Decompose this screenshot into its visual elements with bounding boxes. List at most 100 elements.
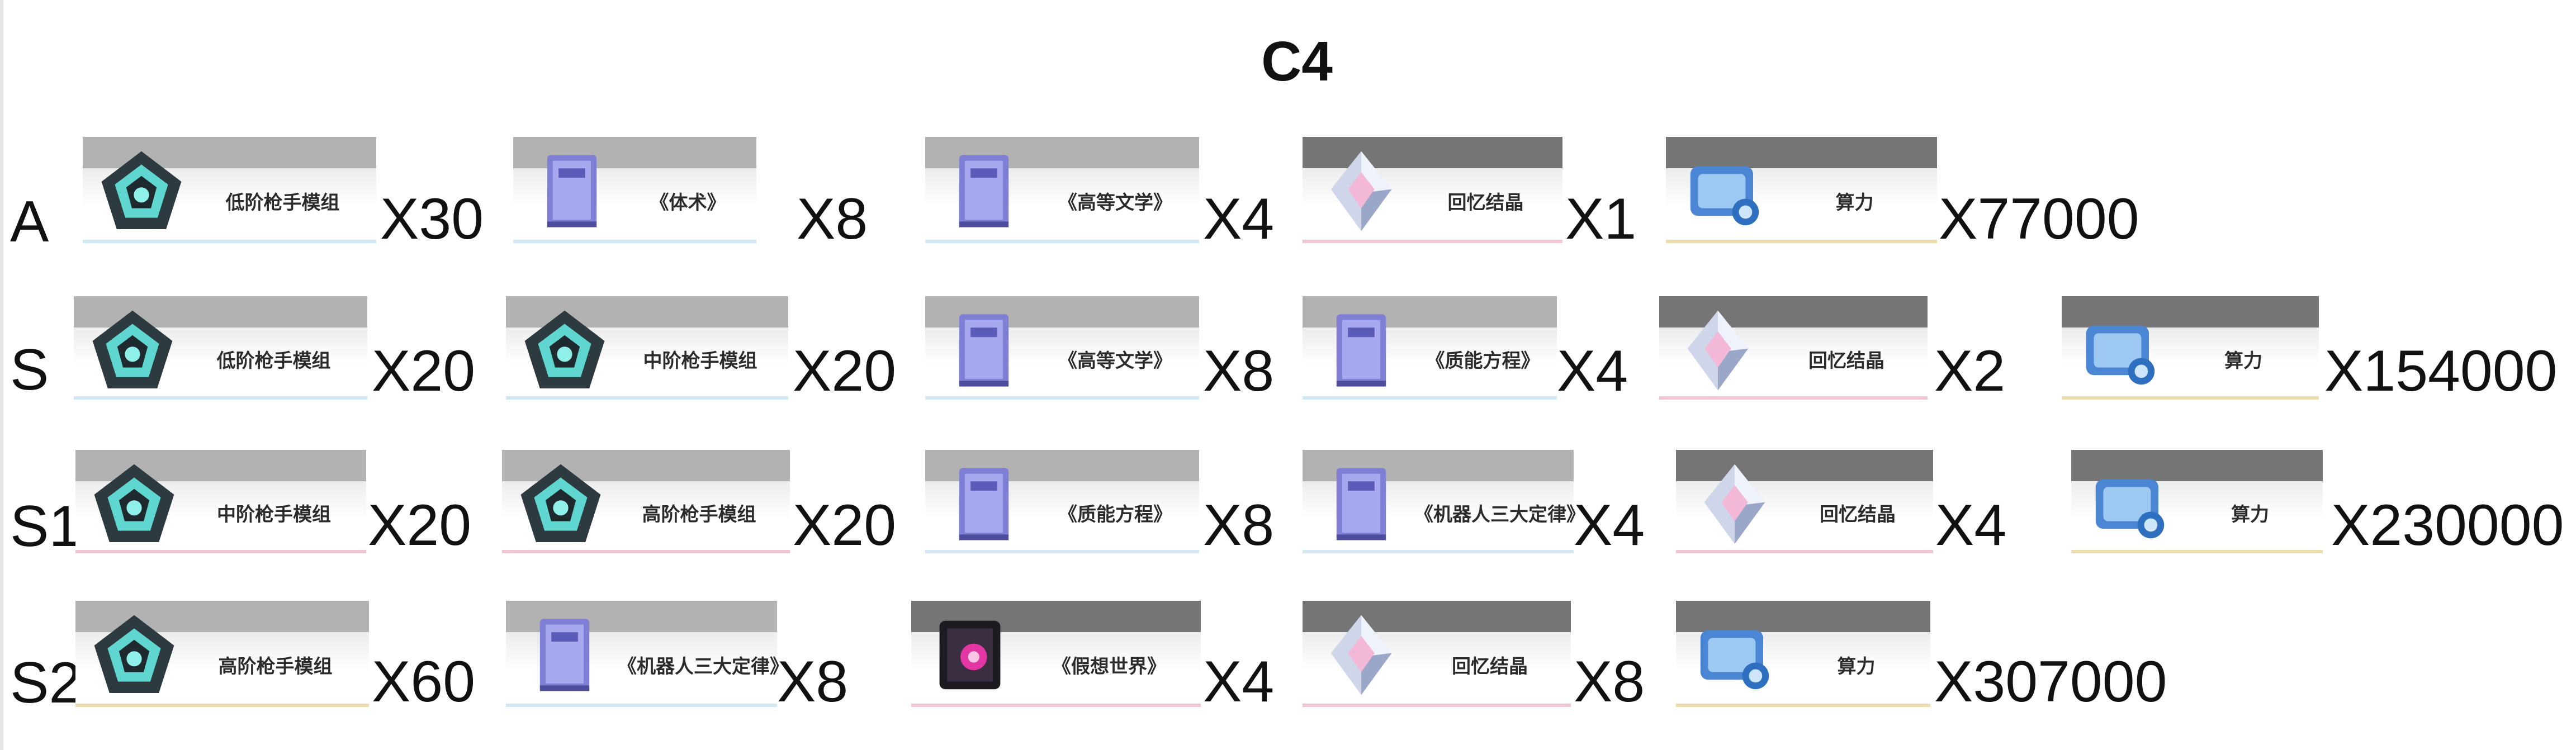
card-underline — [1666, 240, 1937, 243]
material-name: 低阶枪手模组 — [216, 350, 331, 372]
material-quantity: X4 — [1557, 339, 1628, 404]
material-card: 算力 — [1666, 137, 1937, 243]
material-card: 《体术》 — [513, 137, 756, 243]
material-quantity: X20 — [793, 339, 897, 404]
book-icon — [517, 607, 612, 702]
grade-label: S2 — [10, 651, 82, 715]
material-quantity: X8 — [1203, 493, 1275, 558]
material-card: 低阶枪手模组 — [74, 296, 367, 400]
material-name: 回忆结晶 — [1452, 656, 1528, 678]
material-card: 《质能方程》 — [1303, 296, 1557, 400]
card-underline — [1303, 550, 1574, 553]
gun-module-icon — [87, 457, 182, 552]
card-underline — [502, 550, 790, 553]
compute-icon — [1687, 607, 1782, 702]
material-name: 《机器人三大定律》 — [1414, 504, 1585, 525]
card-underline — [2071, 550, 2323, 553]
card-underline — [1676, 704, 1930, 707]
compute-icon — [2082, 457, 2177, 552]
card-underline — [1303, 240, 1562, 243]
card-underline — [506, 396, 788, 400]
material-quantity: X8 — [777, 649, 849, 714]
material-quantity: X307000 — [1934, 649, 2167, 714]
material-quantity: X30 — [380, 187, 484, 251]
material-card: 回忆结晶 — [1676, 450, 1933, 553]
page-title: C4 — [1261, 30, 1333, 93]
card-header-bar — [1666, 137, 1937, 168]
card-underline — [1676, 550, 1933, 553]
book-icon — [936, 303, 1031, 398]
material-card: 中阶枪手模组 — [506, 296, 788, 400]
card-underline — [75, 704, 369, 707]
material-quantity: X4 — [1574, 493, 1645, 558]
card-underline — [513, 240, 756, 243]
card-underline — [925, 396, 1199, 400]
material-quantity: X8 — [797, 187, 868, 251]
material-card: 《高等文学》 — [925, 296, 1199, 400]
material-quantity: X8 — [1203, 339, 1275, 404]
material-card: 《高等文学》 — [925, 137, 1199, 243]
material-name: 《机器人三大定律》 — [618, 656, 789, 678]
material-name: 高阶枪手模组 — [218, 656, 333, 678]
card-header-bar — [1303, 137, 1562, 168]
material-card: 低阶枪手模组 — [83, 137, 376, 243]
material-name: 低阶枪手模组 — [225, 192, 340, 214]
card-underline — [1303, 396, 1557, 400]
card-underline — [83, 240, 376, 243]
card-header-bar — [2071, 450, 2323, 481]
material-card: 算力 — [2071, 450, 2323, 553]
gun-module-icon — [517, 303, 612, 398]
material-quantity: X77000 — [1939, 187, 2139, 251]
material-quantity: X20 — [372, 339, 476, 404]
gun-module-icon — [513, 457, 608, 552]
material-name: 回忆结晶 — [1820, 504, 1896, 525]
card-header-bar — [1676, 450, 1933, 481]
book-icon — [1314, 303, 1409, 398]
crystal-icon — [1670, 303, 1765, 398]
card-header-bar — [1659, 296, 1928, 327]
book-icon — [524, 144, 619, 239]
grade-label: A — [10, 189, 49, 254]
material-quantity: X4 — [1935, 493, 2007, 558]
card-underline — [1303, 704, 1571, 707]
material-quantity: X2 — [1934, 339, 2006, 404]
material-name: 算力 — [2224, 350, 2262, 372]
card-underline — [925, 240, 1199, 243]
material-name: 算力 — [1835, 192, 1874, 214]
material-quantity: X20 — [368, 493, 472, 558]
left-border — [0, 0, 3, 750]
card-underline — [75, 550, 366, 553]
material-name: 《假想世界》 — [1052, 656, 1166, 678]
material-card: 中阶枪手模组 — [75, 450, 366, 553]
crystal-icon — [1687, 457, 1782, 552]
material-name: 算力 — [1837, 656, 1876, 678]
material-card: 算力 — [2062, 296, 2319, 400]
card-header-bar — [1303, 601, 1571, 632]
grade-label: S1 — [10, 494, 82, 559]
material-quantity: X4 — [1203, 187, 1275, 251]
card-header-bar — [1676, 601, 1930, 632]
material-card: 《机器人三大定律》 — [1303, 450, 1585, 553]
material-name: 《质能方程》 — [1426, 350, 1540, 372]
material-name: 算力 — [2231, 504, 2269, 525]
gun-module-icon — [85, 303, 180, 398]
material-name: 《高等文学》 — [1058, 192, 1172, 214]
material-quantity: X1 — [1565, 187, 1637, 251]
card-underline — [74, 396, 367, 400]
gun-module-icon — [94, 144, 189, 239]
crystal-icon — [1314, 144, 1409, 239]
book-icon — [936, 457, 1031, 552]
material-card: 高阶枪手模组 — [502, 450, 790, 553]
material-name: 《高等文学》 — [1058, 350, 1172, 372]
material-quantity: X8 — [1574, 649, 1645, 714]
card-underline — [506, 704, 777, 707]
material-card: 《假想世界》 — [911, 601, 1201, 707]
material-card: 《机器人三大定律》 — [506, 601, 789, 707]
material-card: 算力 — [1676, 601, 1930, 707]
material-name: 中阶枪手模组 — [643, 350, 757, 372]
material-card: 回忆结晶 — [1659, 296, 1928, 400]
material-quantity: X154000 — [2324, 339, 2558, 404]
book-icon — [936, 144, 1031, 239]
card-header-bar — [2062, 296, 2319, 327]
material-name: 回忆结晶 — [1808, 350, 1884, 372]
